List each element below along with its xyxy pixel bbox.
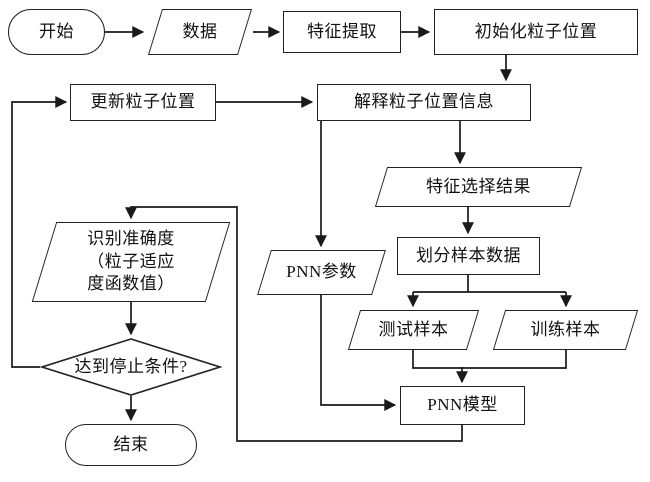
node-feature-result-label: 特征选择结果 (426, 176, 531, 196)
node-interpret-position-label: 解释粒子位置信息 (354, 92, 494, 112)
node-split-samples: 划分样本数据 (397, 237, 540, 275)
node-init-particles: 初始化粒子位置 (434, 9, 638, 55)
node-test-samples: 测试样本 (345, 310, 482, 350)
edge-model-to-accuracy (125, 206, 463, 442)
node-init-particles-label: 初始化粒子位置 (474, 21, 598, 41)
node-end-label: 结束 (113, 434, 149, 454)
node-data-label: 数据 (182, 21, 218, 41)
node-split-samples-label: 划分样本数据 (416, 245, 521, 265)
node-pnn-params: PNN参数 (255, 250, 388, 295)
node-test-samples-label: 测试样本 (378, 319, 449, 339)
edge-pnn-params-to-model (320, 295, 397, 411)
node-update-particles-label: 更新粒子位置 (90, 92, 196, 112)
node-end: 结束 (65, 424, 197, 466)
node-stop-condition: 达到停止条件? (40, 338, 222, 396)
node-train-samples: 训练样本 (490, 310, 641, 350)
node-stop-condition-label: 达到停止条件? (74, 356, 188, 376)
node-pnn-model-label: PNN模型 (427, 395, 498, 415)
node-update-particles: 更新粒子位置 (70, 84, 216, 121)
node-accuracy-label: 识别准确度 （粒子适应 度函数值） (87, 229, 175, 294)
node-interpret-position: 解释粒子位置信息 (317, 84, 531, 121)
node-train-samples-label: 训练样本 (530, 319, 601, 339)
edge-train-to-merge (462, 350, 567, 369)
diamond-shape (40, 338, 222, 396)
edge-stop-loop-to-update (11, 96, 68, 368)
node-start-label: 开始 (39, 21, 74, 41)
node-pnn-params-label: PNN参数 (286, 262, 357, 282)
node-accuracy: 识别准确度 （粒子适应 度函数值） (35, 222, 227, 302)
node-start: 开始 (8, 9, 105, 55)
edge-test-to-merge (412, 350, 462, 369)
node-pnn-model: PNN模型 (400, 386, 525, 425)
node-feature-result: 特征选择结果 (372, 167, 585, 207)
node-data: 数据 (146, 9, 254, 55)
node-feature-extract: 特征提取 (283, 11, 401, 53)
node-feature-extract-label: 特征提取 (307, 21, 377, 41)
